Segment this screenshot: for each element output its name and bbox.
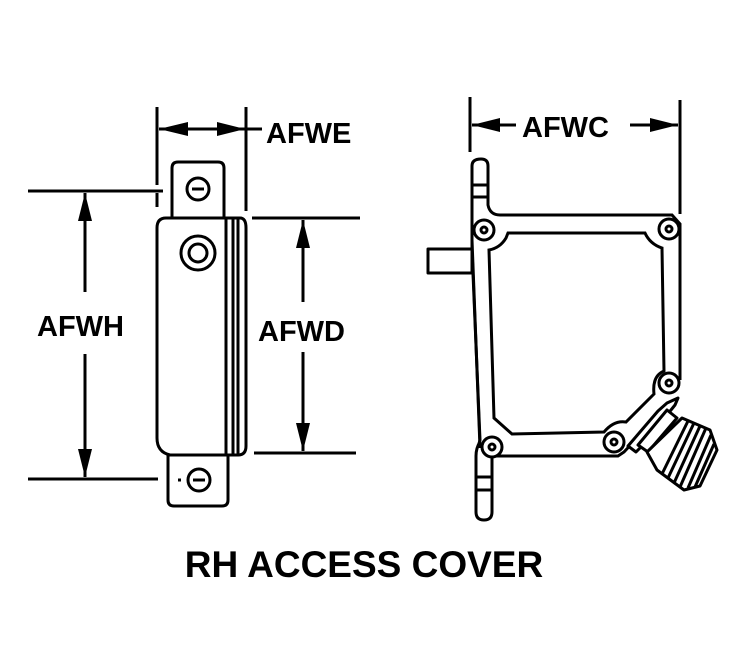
afwc-arrow-right (650, 118, 678, 132)
left-side-view: AFWE AFWH AFWD (28, 107, 360, 508)
screw-top-right-icon (657, 217, 681, 241)
afwd-arrow-down (296, 423, 310, 451)
angled-connector (626, 396, 719, 492)
afwc-arrow-left (472, 118, 500, 132)
drawing-title: RH ACCESS COVER (185, 544, 543, 585)
screw-bottom-left-icon (480, 435, 504, 459)
afwh-arrow-up (78, 193, 92, 221)
afwe-arrow-left (159, 122, 188, 136)
knurl-lines (660, 420, 716, 489)
afwe-label: AFWE (266, 118, 351, 150)
afwd-arrow-up (296, 220, 310, 248)
bottom-slotted-screw-icon (178, 467, 212, 493)
afwh-label: AFWH (37, 311, 124, 343)
screw-top-left-icon (472, 218, 496, 242)
afwe-arrow-right (217, 122, 245, 136)
bottom-flange-tab (474, 441, 494, 522)
cover-frame-inner (487, 231, 666, 436)
screw-right-lower-icon (657, 371, 681, 395)
knurled-fastener-icon (179, 234, 217, 272)
screw-bottom-middle-icon (602, 430, 626, 454)
side-stub (426, 247, 474, 275)
top-slotted-screw-icon (185, 176, 211, 202)
afwh-arrow-down (78, 449, 92, 477)
afwd-label: AFWD (258, 316, 345, 348)
cover-frame-left-edge (470, 239, 482, 449)
right-front-view: AFWC (426, 97, 719, 522)
cover-body-side (155, 216, 248, 457)
afwc-label: AFWC (522, 112, 609, 144)
